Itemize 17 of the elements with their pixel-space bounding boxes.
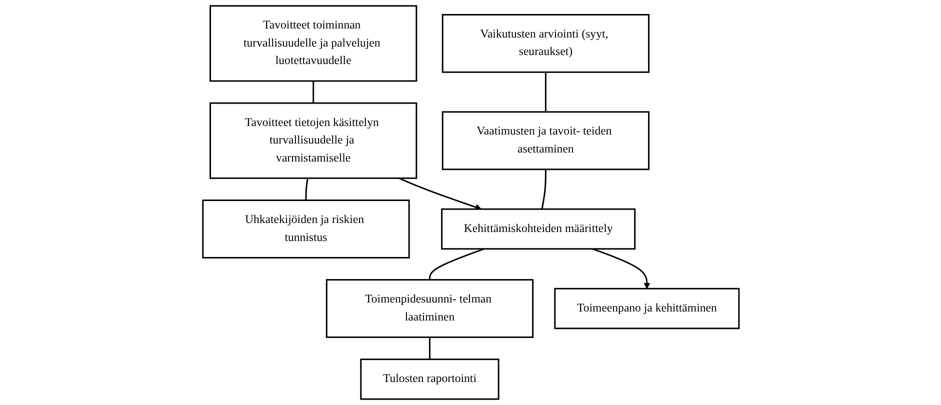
connector [312, 81, 314, 104]
node-box: Kehittämiskohteiden määrittely [440, 208, 636, 250]
arrow [592, 248, 650, 289]
connector [304, 178, 308, 200]
node-box: Toimenpidesuunni- telman laatiminen [325, 279, 534, 338]
node-box: Toimeenpano ja kehittäminen [554, 288, 740, 330]
node-box: Tavoitteet tietojen käsittelyn turvallisuudelle ja varmistamiselle [209, 102, 417, 179]
connector [544, 72, 546, 112]
node-box: Uhkatekijöiden ja riskien tunnistus [202, 200, 410, 258]
arrow [398, 178, 482, 210]
node-box: Tulosten raportointi [360, 358, 499, 400]
connector [540, 169, 546, 210]
node-box: Tavoitteet toiminnan turvallisuudelle ja palvelujen luotettavuudelle [209, 5, 417, 82]
node-box: Vaatimusten ja tavoit- teiden asettaminen [441, 111, 650, 170]
connector [428, 337, 430, 360]
node-box: Vaikutusten arviointi (syyt, seuraukset) [441, 14, 650, 73]
connector [428, 248, 484, 280]
